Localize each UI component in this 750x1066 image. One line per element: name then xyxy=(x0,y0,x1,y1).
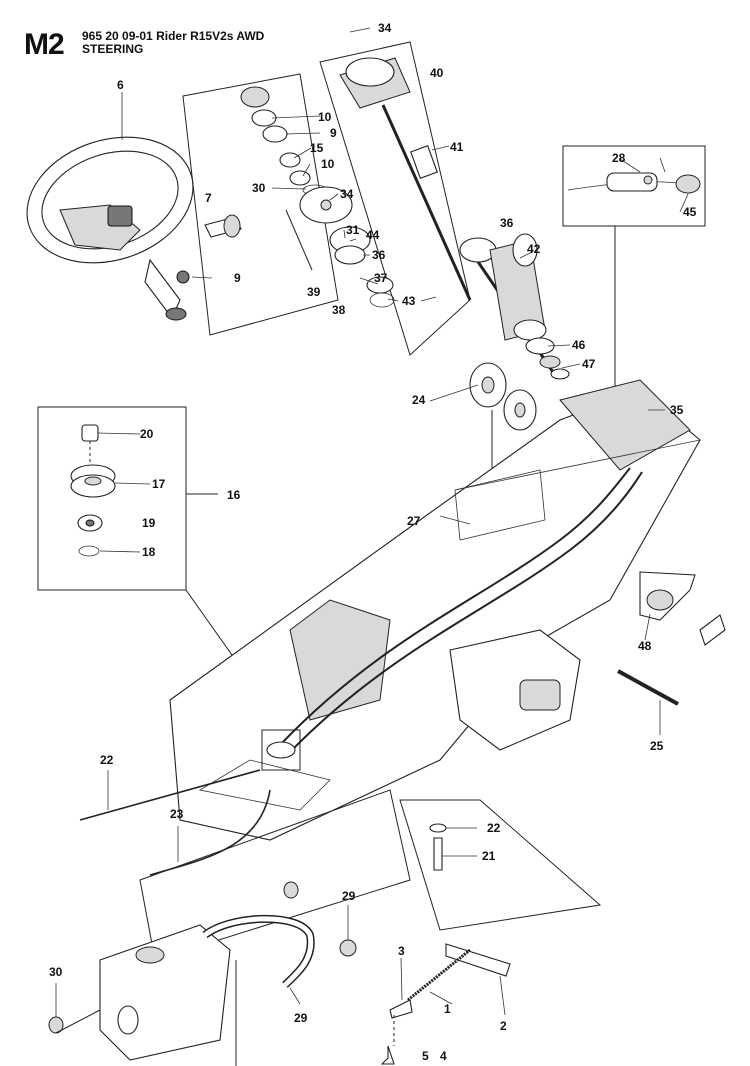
callout-label: 29 xyxy=(342,889,356,903)
callout-label: 34 xyxy=(340,187,354,201)
column-motor-drawing xyxy=(459,233,570,380)
callout-label: 35 xyxy=(670,403,684,417)
callout-label: 41 xyxy=(450,140,464,154)
callout-label: 30 xyxy=(252,181,266,195)
callout-label: 4 xyxy=(440,1049,447,1063)
callout-label: 39 xyxy=(307,285,321,299)
bracket-rod-drawing xyxy=(617,571,726,735)
lower-hardware-drawing xyxy=(48,823,511,1066)
callout-label: 27 xyxy=(407,514,421,528)
callout-label: 48 xyxy=(638,639,652,653)
callout-label: 47 xyxy=(582,357,596,371)
callout-label: 46 xyxy=(572,338,586,352)
callout-label: 20 xyxy=(140,427,154,441)
callout-label: 42 xyxy=(527,242,541,256)
leader-lines xyxy=(55,27,689,1017)
callout-labels: 5 xyxy=(422,1049,429,1063)
steering-wheel-drawing xyxy=(26,136,242,321)
callout-label: 37 xyxy=(374,271,388,285)
callout-label: 44 xyxy=(366,228,380,242)
callout-label: 9 xyxy=(330,126,337,140)
callout-label: 22 xyxy=(100,753,114,767)
cap-stack-drawing xyxy=(240,86,353,271)
callout-label: 16 xyxy=(227,488,241,502)
callout-label: 29 xyxy=(294,1011,308,1025)
callout-label: 10 xyxy=(321,157,335,171)
callout-label: 45 xyxy=(683,205,697,219)
callout-label: 17 xyxy=(152,477,166,491)
panel-lower-right xyxy=(399,799,602,931)
callout-label: 34 xyxy=(378,21,392,35)
callout-label: 30 xyxy=(49,965,63,979)
callout-label: 23 xyxy=(170,807,184,821)
panel-lower-left xyxy=(139,789,411,961)
callout-label: 31 xyxy=(346,223,360,237)
callout-label: 28 xyxy=(612,151,626,165)
pulley-parts-drawing xyxy=(70,424,286,731)
pulley-inset-box xyxy=(37,406,187,591)
callout-label: 36 xyxy=(500,216,514,230)
callout-label: 36 xyxy=(372,248,386,262)
steering-column-drawing xyxy=(329,57,472,308)
section-title: STEERING xyxy=(82,42,144,56)
callout-label: 9 xyxy=(234,271,241,285)
model-line: 965 20 09-01 Rider R15V2s AWD xyxy=(82,29,265,43)
callout-label: 6 xyxy=(117,78,124,92)
callout-label: 7 xyxy=(205,191,212,205)
callout-label: 25 xyxy=(650,739,664,753)
callout-label: 3 xyxy=(398,944,405,958)
callout-label: 22 xyxy=(487,821,501,835)
frame-drawing xyxy=(169,379,701,841)
callout-label: 1 xyxy=(444,1002,451,1016)
callout-label: 21 xyxy=(482,849,496,863)
callout-label: 40 xyxy=(430,66,444,80)
callout-label: 5 xyxy=(422,1049,429,1063)
callout-label: 2 xyxy=(500,1019,507,1033)
panel-cap-parts xyxy=(182,73,339,336)
page-code: M2 xyxy=(24,28,65,61)
callout-labels-main: 1 2 3 4 6 7 9 9 10 10 15 16 17 18 19 20 … xyxy=(49,21,697,1063)
callout-label: 18 xyxy=(142,545,156,559)
callout-label: 38 xyxy=(332,303,346,317)
callout-label: 43 xyxy=(402,294,416,308)
callout-label: 19 xyxy=(142,516,156,530)
callout-label: 10 xyxy=(318,110,332,124)
cable-detail-box xyxy=(562,145,706,227)
callout-label: 15 xyxy=(310,141,324,155)
callout-label: 24 xyxy=(412,393,426,407)
